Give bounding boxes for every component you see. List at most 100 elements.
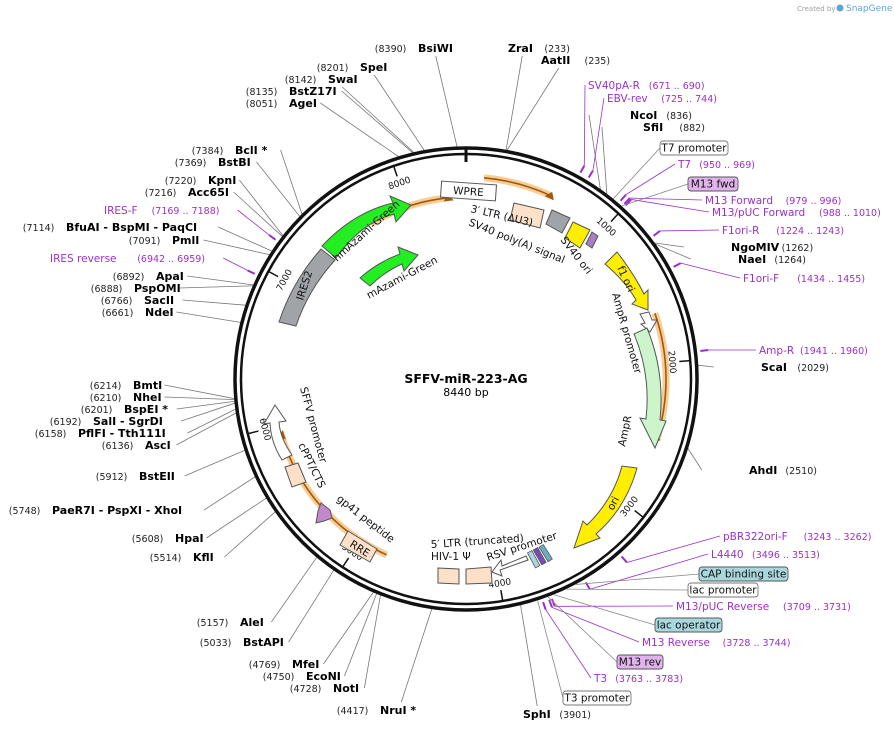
gp41-peptide-feature bbox=[315, 502, 333, 524]
box-line-3620 bbox=[566, 588, 689, 591]
site-name: KpnI bbox=[208, 174, 236, 187]
box-line-3800 bbox=[537, 600, 564, 699]
site-position: (7369) bbox=[175, 158, 207, 169]
site-position: (6766) bbox=[101, 296, 133, 307]
primer-mark-3773 bbox=[542, 601, 547, 610]
site-position: (4769) bbox=[249, 660, 281, 671]
primer-line-999 bbox=[631, 199, 710, 213]
tick-label-4000: 4000 bbox=[488, 577, 512, 591]
restriction-site: (1264)NaeI bbox=[738, 253, 806, 266]
primer-mark-6950 bbox=[247, 269, 256, 275]
site-position: (5514) bbox=[150, 553, 182, 564]
tick-mark-5000 bbox=[341, 557, 350, 568]
feature-label: ori bbox=[605, 495, 622, 513]
restriction-site: (8201)SpeI bbox=[317, 61, 388, 74]
site-line-6158 bbox=[187, 408, 238, 434]
primer-name: pBR322ori-F bbox=[723, 531, 788, 543]
site-name: BmtI bbox=[133, 379, 162, 392]
site-position: (7091) bbox=[129, 236, 161, 247]
site-name: ZraI bbox=[508, 42, 533, 55]
site-name: AleI bbox=[240, 616, 264, 629]
feature-label: gp41 peptide bbox=[334, 493, 397, 546]
restriction-site: (7369) BstBI bbox=[175, 156, 251, 169]
site-position: (6136) bbox=[102, 441, 134, 452]
snapgene-logo-icon bbox=[836, 4, 844, 12]
feature-box-text: CAP binding site bbox=[701, 569, 787, 581]
restriction-site: (6888)PspOMI bbox=[91, 282, 181, 295]
primer-mark-735 bbox=[587, 170, 594, 178]
feature-box: CAP binding site bbox=[698, 566, 789, 582]
site-name: AgeI bbox=[289, 97, 317, 110]
tick-label-7000: 7000 bbox=[275, 268, 295, 293]
primer: IRES-F(7169 .. 7188) bbox=[104, 205, 219, 217]
site-line-8051 bbox=[320, 102, 401, 158]
primer: F1ori-F(1434 .. 1455) bbox=[743, 273, 865, 285]
lac-region-feature-1 bbox=[526, 549, 541, 569]
primer: T3(3763 .. 3783) bbox=[593, 673, 683, 685]
primer-line-3505 bbox=[589, 553, 709, 590]
site-name: PaeR7I - PspXI - XhoI bbox=[52, 504, 182, 517]
primer-mark-1445 bbox=[673, 262, 682, 268]
hiv-psi-feature bbox=[465, 566, 493, 585]
restriction-site: (2029)ScaI bbox=[761, 361, 829, 374]
primer: M13/pUC Forward(988 .. 1010) bbox=[712, 207, 881, 219]
site-line-6766 bbox=[182, 299, 248, 306]
tick-label-8000: 8000 bbox=[387, 175, 412, 192]
primer: M13/pUC Reverse(3709 .. 3731) bbox=[676, 601, 851, 613]
site-position: (3901) bbox=[559, 710, 591, 721]
feature-box-text: M13 fwd bbox=[691, 179, 736, 191]
sv40-gray-feature bbox=[545, 209, 571, 234]
primer-range: (979 .. 996) bbox=[786, 196, 842, 207]
site-name: SalI - SgrDI bbox=[93, 415, 163, 428]
site-name: ScaI bbox=[761, 361, 787, 374]
primer-name: M13 Reverse bbox=[642, 637, 710, 649]
site-line-6210 bbox=[164, 396, 236, 401]
site-name: EcoNI bbox=[306, 670, 341, 683]
site-name: NotI bbox=[333, 682, 359, 695]
tick-mark-2000 bbox=[679, 359, 691, 363]
primer-name: IRES reverse bbox=[50, 253, 117, 265]
site-line-2510 bbox=[686, 446, 703, 471]
restriction-site: (6214)BmtI bbox=[90, 379, 162, 392]
feature-label: WPRE bbox=[453, 185, 484, 199]
feature-box-frame bbox=[654, 617, 723, 633]
site-position: (8201) bbox=[317, 63, 349, 74]
site-name: BstZ17I bbox=[289, 85, 337, 98]
primer: F1ori-R(1224 .. 1243) bbox=[722, 225, 844, 237]
primer-range: (6942 .. 6959) bbox=[137, 254, 205, 265]
restriction-site: (6192)SalI - SgrDI bbox=[50, 415, 163, 428]
site-line-6214 bbox=[164, 384, 236, 400]
site-position: (4417) bbox=[337, 706, 369, 717]
site-name: PspOMI bbox=[134, 282, 181, 295]
primer-mark-1950 bbox=[700, 349, 709, 352]
restriction-site: (6201)BspEI * bbox=[81, 403, 168, 416]
site-name: AatII bbox=[541, 54, 570, 67]
restriction-site: (6766)SacII bbox=[101, 294, 174, 307]
site-position: (5033) bbox=[200, 638, 232, 649]
site-line-4750 bbox=[344, 592, 378, 677]
restriction-site: (5608)HpaI bbox=[132, 532, 204, 545]
box-line-985 bbox=[621, 183, 689, 207]
site-position: (7114) bbox=[23, 223, 55, 234]
primer-name: EBV-rev bbox=[607, 93, 648, 105]
site-line-836 bbox=[588, 114, 602, 192]
site-position: (8135) bbox=[246, 87, 278, 98]
primer-range: (3728 .. 3744) bbox=[723, 638, 791, 649]
site-position: (2510) bbox=[785, 466, 817, 477]
site-name: BstBI bbox=[218, 156, 251, 169]
site-name: SwaI bbox=[328, 73, 358, 86]
primer-range: (950 .. 969) bbox=[699, 160, 755, 171]
restriction-site: (2510)AhdI bbox=[749, 464, 817, 477]
box-line-3560 bbox=[575, 573, 700, 585]
site-position: (6892) bbox=[113, 272, 145, 283]
feature-box: T7 promoter bbox=[659, 140, 729, 156]
watermark-prefix: Created by bbox=[797, 5, 836, 13]
tick-mark-6000 bbox=[247, 430, 259, 435]
f1-ori-feature bbox=[604, 251, 649, 311]
plasmid-size: 8440 bp bbox=[443, 386, 488, 399]
site-name: KflI bbox=[193, 551, 214, 564]
feature-box-frame bbox=[687, 176, 739, 192]
site-line-1264 bbox=[652, 242, 691, 260]
site-name: BsiWI bbox=[418, 42, 453, 55]
